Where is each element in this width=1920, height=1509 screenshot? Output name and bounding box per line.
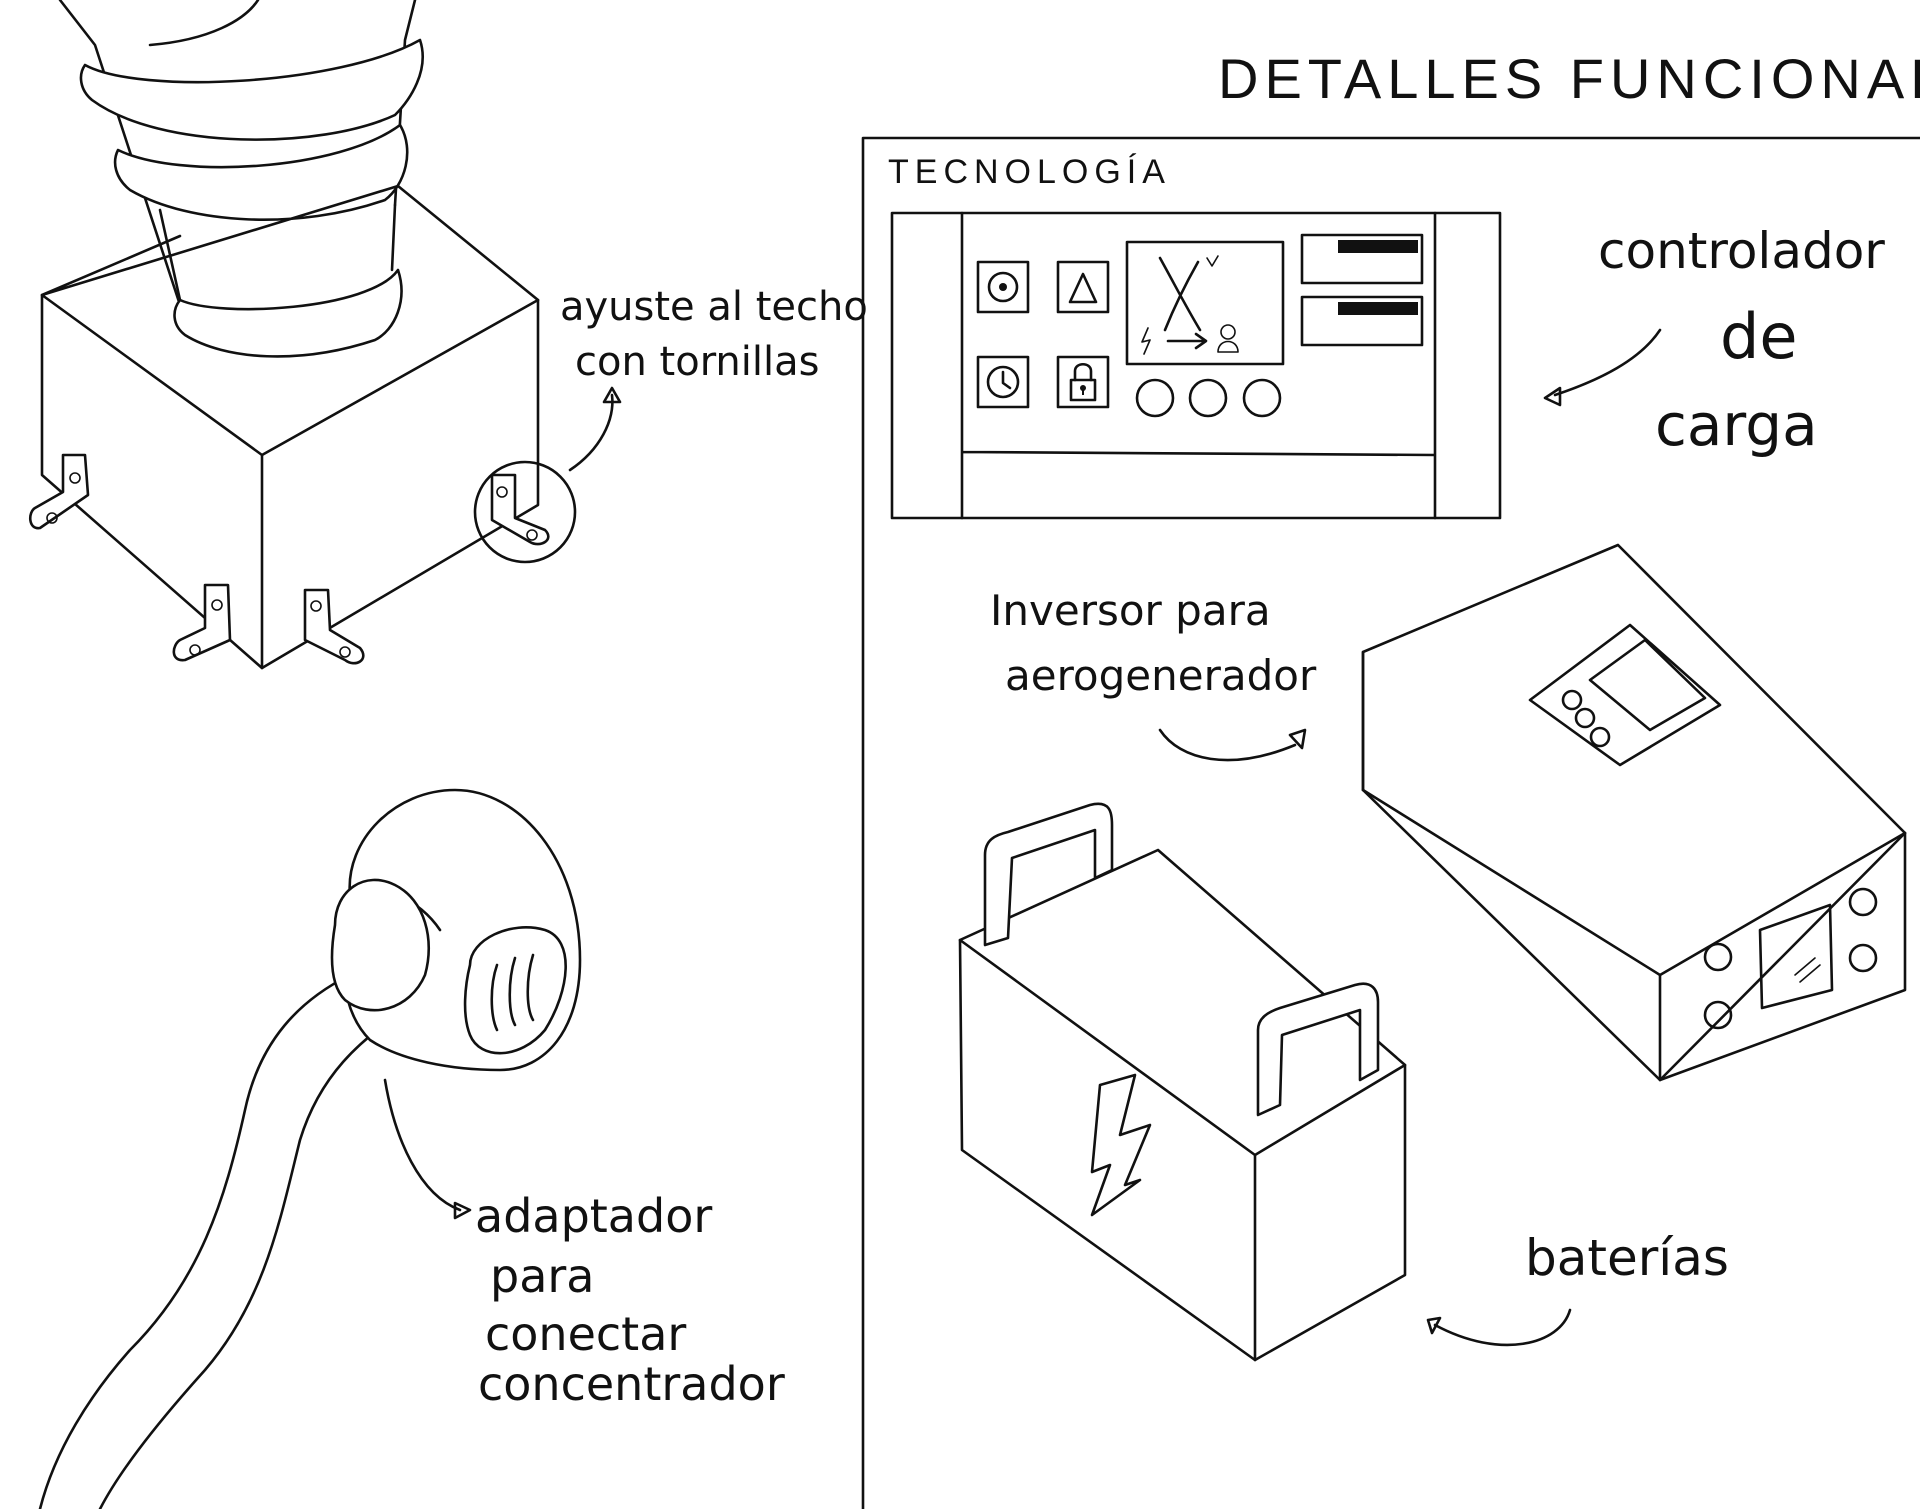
bracket-icon: [172, 583, 232, 662]
bracket-icon: [29, 453, 90, 530]
inverter-label-line2: aerogenerador: [1005, 651, 1317, 700]
adapter-label-line4: concentrador: [478, 1357, 785, 1411]
adapter-plug-illustration: [38, 788, 582, 1509]
ceiling-mount-illustration: [29, 0, 622, 670]
bracket-icon: [303, 588, 365, 665]
inverter-label-line1: Inversor para: [990, 586, 1271, 635]
panel-heading: TECNOLOGÍA: [888, 153, 1171, 191]
controller-knob: [1242, 378, 1282, 418]
page-title: DETALLES FUNCIONALES: [1218, 47, 1920, 110]
battery-illustration: [958, 802, 1407, 1362]
charge-controller-label-line2: de: [1720, 300, 1798, 373]
lightning-icon: [1090, 1073, 1152, 1217]
controller-knob: [1188, 378, 1228, 418]
batteries-label: baterías: [1525, 1229, 1729, 1287]
arrow-right-icon: [1166, 332, 1208, 350]
ceiling-mount-label-line2: con tornillas: [575, 339, 819, 385]
technology-panel: [861, 136, 1920, 1509]
adapter-label-line1: adaptador: [475, 1189, 712, 1243]
controller-knob: [1135, 378, 1175, 418]
bracket-icon: [490, 473, 550, 546]
adapter-label-line2: para: [490, 1249, 595, 1303]
ceiling-mount-label-line1: ayuste al techo: [560, 284, 868, 330]
record-icon: [976, 260, 1030, 314]
lightning-icon: [1141, 327, 1151, 355]
triangle-icon: [1056, 260, 1110, 314]
inverter-illustration: [1361, 543, 1907, 1082]
charge-controller-illustration: [890, 211, 1502, 520]
person-icon: [1217, 324, 1239, 353]
charge-controller-label-line1: controlador: [1598, 222, 1885, 280]
lock-icon: [1056, 355, 1110, 409]
adapter-label-line3: conectar: [485, 1307, 686, 1361]
charge-controller-label-line3: carga: [1655, 391, 1818, 459]
clock-icon: [976, 355, 1030, 409]
